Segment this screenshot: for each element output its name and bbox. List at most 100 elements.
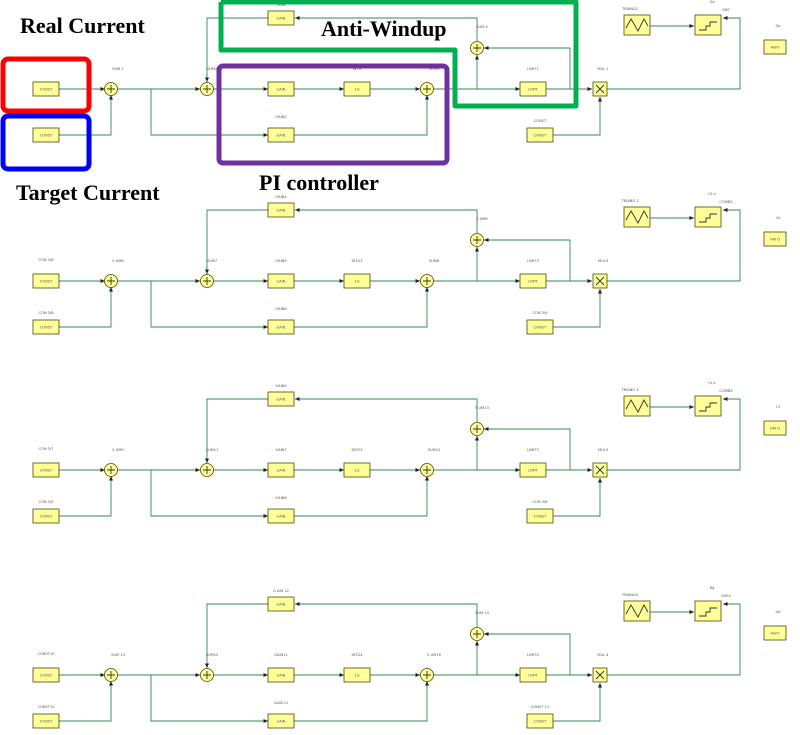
anti-windup-gain-block[interactable]: GAIN <box>267 391 295 407</box>
multiplier-block[interactable] <box>592 273 608 289</box>
const-reference-block[interactable]: CONST <box>32 81 60 97</box>
const-reference-block[interactable]: CONST <box>32 667 60 683</box>
pi-sum-junction[interactable] <box>200 463 214 477</box>
comparator-block[interactable] <box>694 600 722 622</box>
output-block[interactable]: HW D <box>763 420 787 436</box>
pi-output-sum-junction[interactable] <box>420 463 434 477</box>
comparator-block[interactable] <box>694 14 722 36</box>
triangle-wave-block[interactable] <box>623 206 651 228</box>
comparator-block[interactable] <box>694 206 722 228</box>
const-multiplier-block[interactable]: CONST <box>526 127 554 143</box>
const-multiplier-block[interactable]: CONST <box>526 713 554 729</box>
input-sum-junction[interactable] <box>104 668 118 682</box>
const-feedback-block-text: CONST <box>40 514 53 518</box>
integral-gain-label: GAIN 11 <box>274 701 289 705</box>
const-feedback-label: CON 3/8 <box>39 311 55 315</box>
integral-gain-block-text: GAIN <box>277 719 286 723</box>
proportional-gain-block[interactable]: GAIN <box>267 273 295 289</box>
triangle-wave-block[interactable] <box>623 600 651 622</box>
wire-postlimit-to-aw <box>484 238 571 281</box>
comparator-top-label: Ct e <box>708 381 716 385</box>
anti-windup-sum-junction[interactable] <box>470 627 484 641</box>
triangle-wave-label: TRIANG1 <box>621 7 638 11</box>
wire-integral-to-sum <box>294 476 429 517</box>
const-reference-block[interactable]: CONST <box>32 273 60 289</box>
wire-to-integral-gain <box>150 89 268 137</box>
anti-windup-gain-block-text: GAIN <box>277 602 286 606</box>
limiter-block[interactable]: LIMIT <box>519 462 547 478</box>
pi-sum-junction[interactable] <box>200 668 214 682</box>
input-sum-junction[interactable] <box>104 82 118 96</box>
wire-to-integral-gain <box>150 281 268 329</box>
const-multiplier-block[interactable]: CONST <box>526 508 554 524</box>
proportional-gain-block[interactable]: GAIN <box>267 667 295 683</box>
integrator-block[interactable]: 1/s <box>343 273 371 289</box>
integrator-block[interactable]: 1/s <box>343 81 371 97</box>
triangle-wave-block[interactable] <box>623 395 651 417</box>
wire-feedback-to-sum <box>59 476 113 517</box>
integrator-block[interactable]: 1/s <box>343 462 371 478</box>
input-sum-junction[interactable] <box>104 463 118 477</box>
triangle-wave-label: TRIANG 3 <box>620 388 638 392</box>
pi-controller-highlight <box>216 63 450 166</box>
integrator-block[interactable]: 1/s <box>343 667 371 683</box>
multiplier-label: MUL3 <box>598 259 608 263</box>
const-feedback-block[interactable]: CONST <box>32 127 60 143</box>
const-feedback-block[interactable]: CONST <box>32 508 60 524</box>
limiter-block[interactable]: LIMIT <box>519 273 547 289</box>
wire-feedback-to-sum <box>59 95 113 136</box>
const-multiplier-label: CON 3/9 <box>533 311 549 315</box>
integral-gain-block[interactable]: GAIN <box>267 713 295 729</box>
const-feedback-block[interactable]: CONST <box>32 713 60 729</box>
integral-gain-block[interactable]: GAIN <box>267 508 295 524</box>
anti-windup-gain-block[interactable]: GAIN <box>267 202 295 218</box>
anti-windup-sum-junction[interactable] <box>470 422 484 436</box>
anti-windup-sum-junction[interactable] <box>470 233 484 247</box>
multiplier-block[interactable] <box>592 81 608 97</box>
const-feedback-block[interactable]: CONST <box>32 319 60 335</box>
proportional-gain-label: GAIN7 <box>275 448 286 452</box>
const-multiplier-label: CONST 11 <box>531 705 549 709</box>
proportional-gain-block-text: GAIN <box>277 87 286 91</box>
wire-aw-to-gain <box>295 397 478 422</box>
limiter-block[interactable]: LIMIT <box>519 667 547 683</box>
triangle-wave-label: TRIANG4 <box>621 593 639 597</box>
pi-output-sum-junction[interactable] <box>420 668 434 682</box>
const-feedback-label: CON 3/9 <box>39 500 55 504</box>
limiter-block-text: LIMIT <box>528 468 538 472</box>
anti-windup-gain-block[interactable]: GAIN <box>267 10 295 26</box>
const-multiplier-block[interactable]: CONST <box>526 319 554 335</box>
row-3: CONST CONST GAIN GAIN GAIN 1/s LIMIT CONST HW D C… <box>32 381 787 524</box>
output-block[interactable]: HWO <box>763 39 787 55</box>
pi-output-sum-junction[interactable] <box>420 82 434 96</box>
anti-windup-sum-junction[interactable] <box>470 41 484 55</box>
pi-sum-junction[interactable] <box>200 274 214 288</box>
integrator-label: INTG <box>353 67 362 71</box>
input-sum-label: S UM6 <box>112 259 124 263</box>
output-block[interactable]: HW D <box>763 231 787 247</box>
output-label: Gb <box>775 24 781 28</box>
anti-windup-gain-block[interactable]: GAIN <box>267 596 295 612</box>
wire-feedback-to-sum <box>59 681 113 722</box>
pi-sum-junction[interactable] <box>200 82 214 96</box>
integral-gain-block[interactable]: GAIN <box>267 127 295 143</box>
output-label: Cd <box>776 216 781 220</box>
comparator-block[interactable] <box>694 395 722 417</box>
const-reference-label: CONST10 <box>37 652 55 656</box>
triangle-wave-block[interactable] <box>623 14 651 36</box>
pi-output-sum-junction[interactable] <box>420 274 434 288</box>
const-reference-block-text: CONST <box>40 468 53 472</box>
proportional-gain-block[interactable]: GAIN <box>267 81 295 97</box>
integral-gain-block[interactable]: GAIN <box>267 319 295 335</box>
anti-windup-gain-block-text: GAIN <box>277 16 286 20</box>
limiter-block[interactable]: LIMIT <box>519 81 547 97</box>
output-block[interactable]: HWO <box>763 625 787 641</box>
input-sum-junction[interactable] <box>104 274 118 288</box>
multiplier-block[interactable] <box>592 667 608 683</box>
multiplier-block[interactable] <box>592 462 608 478</box>
pi-output-sum-label: SUM3 <box>429 67 439 71</box>
proportional-gain-block[interactable]: GAIN <box>267 462 295 478</box>
const-reference-block[interactable]: CONST <box>32 462 60 478</box>
